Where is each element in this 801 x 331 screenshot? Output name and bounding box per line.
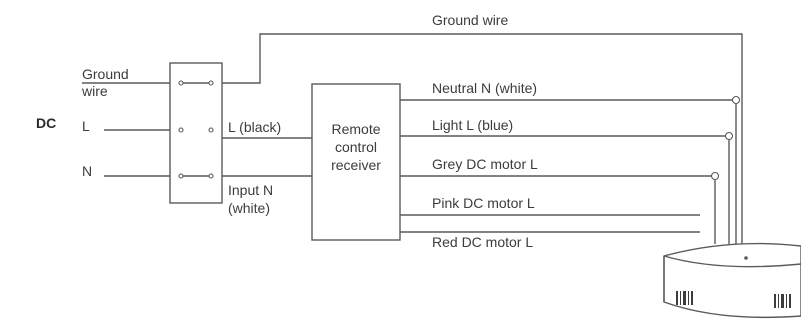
source-l-label: L xyxy=(82,118,90,134)
junction-dot xyxy=(731,95,741,105)
terminal-dot xyxy=(208,173,214,179)
top-ground-wire-label: Ground wire xyxy=(432,12,508,28)
terminal-dot xyxy=(208,127,214,133)
source-n-label: N xyxy=(82,163,92,179)
input-n-label-line2: (white) xyxy=(228,200,270,216)
ground-wire-label-line1: Ground xyxy=(82,66,129,82)
barcode-icon xyxy=(676,291,693,305)
dc-label: DC xyxy=(36,115,56,131)
output-label-pink: Pink DC motor L xyxy=(432,195,535,211)
l-black-label: L (black) xyxy=(228,119,281,135)
terminal-dot xyxy=(178,173,184,179)
terminal-dot xyxy=(178,127,184,133)
receiver-box xyxy=(311,83,401,241)
junction-dot xyxy=(710,171,720,181)
receiver-label-line3: receiver xyxy=(331,157,381,173)
receiver-label-line1: Remote xyxy=(331,121,380,137)
output-label-neutral: Neutral N (white) xyxy=(432,80,537,96)
ground-wire-top xyxy=(216,33,743,244)
input-n-label-line1: Input N xyxy=(228,182,273,198)
terminal-dot xyxy=(208,80,214,86)
output-label-red: Red DC motor L xyxy=(432,234,533,250)
output-label-grey: Grey DC motor L xyxy=(432,156,538,172)
ground-wire-label-line2: wire xyxy=(81,83,108,99)
terminal-block xyxy=(169,62,223,204)
fan-motor-canopy xyxy=(663,242,801,319)
terminal-dot xyxy=(178,80,184,86)
barcode-icon xyxy=(774,294,791,308)
receiver-label-line2: control xyxy=(335,139,377,155)
output-label-light: Light L (blue) xyxy=(432,117,513,133)
junction-dot xyxy=(724,131,734,141)
